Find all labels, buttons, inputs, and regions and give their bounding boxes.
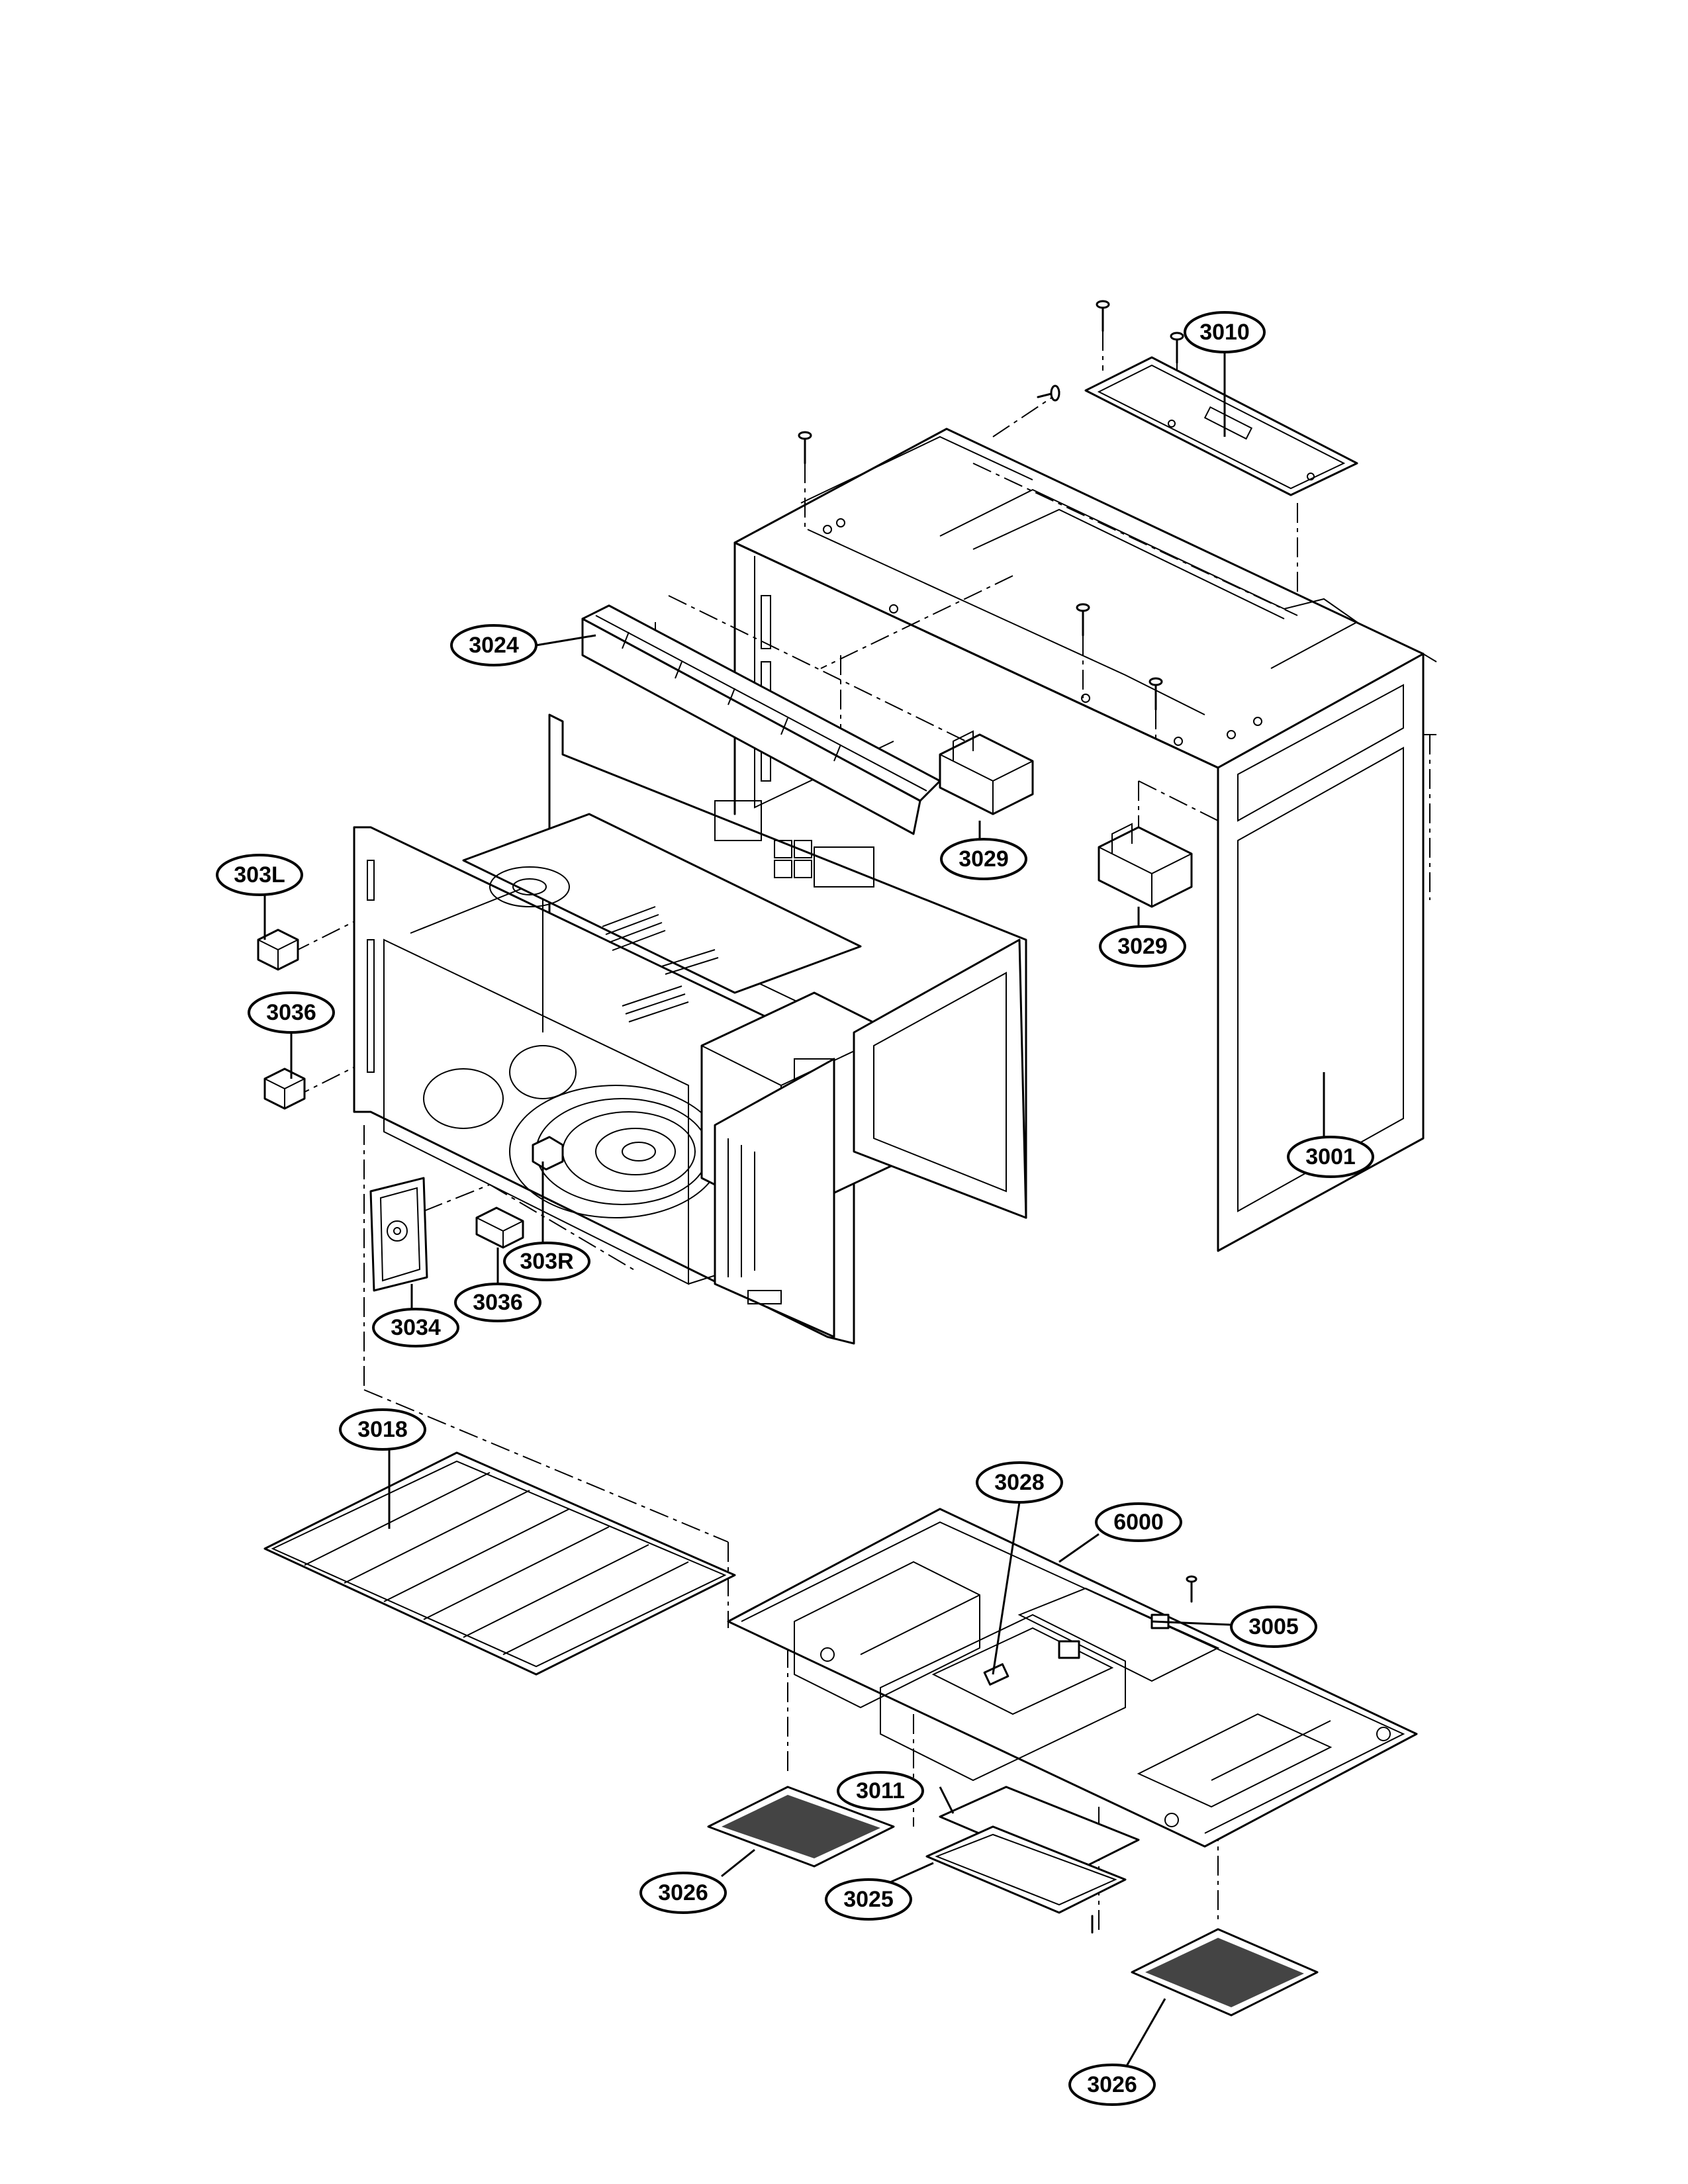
callout-label: 3010 [1199,320,1250,345]
callout-3036[interactable]: 3036 [454,1283,541,1322]
screw-icon [1170,332,1184,364]
callout-label: 3029 [959,846,1009,872]
callout-label: 3025 [843,1887,894,1912]
callout-3001[interactable]: 3001 [1287,1136,1374,1178]
screw-icon [1096,300,1110,332]
louvers [602,906,719,1023]
callout-label: 3024 [469,633,519,658]
latch-part-303R [532,1136,564,1171]
callout-label: 3026 [1087,2072,1137,2097]
callout-label: 303R [520,1249,573,1274]
latch-part-303L [257,929,299,971]
callout-3010[interactable]: 3010 [1184,311,1266,353]
callout-3011[interactable]: 3011 [837,1771,924,1811]
oven-rack-part [263,1451,736,1676]
switch-part-3036b [475,1206,524,1249]
callout-3034[interactable]: 3034 [372,1308,459,1347]
grease-filter-part-a [707,1786,895,1868]
callout-3029[interactable]: 3029 [940,838,1027,880]
screw-icon [1076,603,1090,637]
screw-icon [1037,385,1060,402]
top-plate-part [1084,356,1358,496]
bracket-part-a [939,730,1034,815]
callout-label: 3034 [391,1315,441,1340]
callout-label: 3036 [473,1290,523,1315]
bracket-part-b [1098,823,1193,908]
callout-label: 303L [234,862,285,887]
assembly-lines [291,331,1437,1933]
callout-3024[interactable]: 3024 [450,624,538,666]
callout-3028[interactable]: 3028 [976,1461,1063,1504]
leader-lines [263,352,1325,2069]
base-plate-part [727,1508,1418,1848]
callout-3029[interactable]: 3029 [1099,925,1186,968]
callout-303R[interactable]: 303R [503,1242,590,1281]
callout-3026[interactable]: 3026 [1068,2064,1156,2106]
screw-icon [1149,677,1163,711]
callout-label: 3005 [1248,1614,1299,1639]
callout-3036[interactable]: 3036 [248,991,335,1034]
lamp-cover-part [925,1825,1127,1934]
switch-part-3036a [263,1068,306,1110]
grease-filter-part-b [1131,1928,1319,2017]
callout-3018[interactable]: 3018 [339,1408,426,1451]
callout-303L[interactable]: 303L [216,854,303,896]
callout-3026[interactable]: 3026 [639,1872,727,1914]
callout-label: 3011 [856,1778,905,1803]
oven-chassis-part [353,713,1027,1345]
callout-3005[interactable]: 3005 [1230,1606,1317,1648]
callout-label: 3029 [1117,934,1168,959]
callout-3025[interactable]: 3025 [825,1878,912,1921]
callout-label: 3001 [1305,1144,1356,1169]
cover-plate-part [369,1177,428,1292]
vent-grille-part [581,604,941,835]
callout-label: 3028 [994,1470,1045,1495]
callout-label: 3036 [266,1000,316,1025]
callout-label: 3018 [357,1417,408,1442]
callout-label: 3026 [658,1880,708,1905]
cabinet-screws [798,300,1184,711]
screw-icon [1186,1575,1197,1603]
screw-icon [798,431,812,465]
callout-6000[interactable]: 6000 [1095,1502,1182,1542]
callout-label: 6000 [1113,1510,1164,1535]
